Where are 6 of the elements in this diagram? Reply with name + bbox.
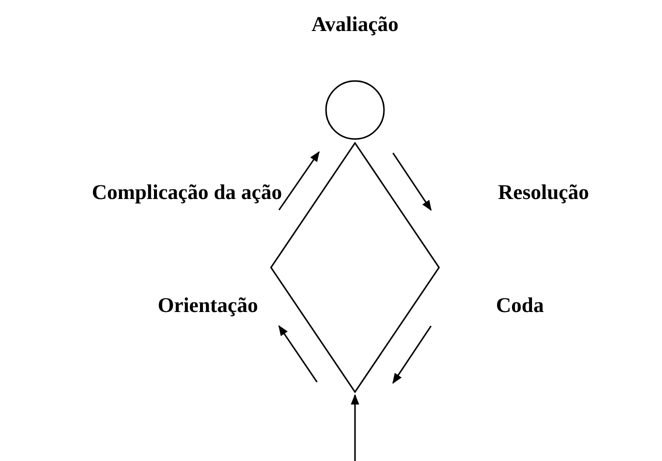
stage-label: Complicação da ação — [92, 180, 282, 205]
stage-label: Coda — [496, 293, 544, 318]
stage-label: Orientação — [158, 293, 258, 318]
stage-label: Resolução — [498, 180, 589, 205]
node-caption: Avaliação — [311, 12, 399, 37]
arrow — [350, 394, 360, 461]
